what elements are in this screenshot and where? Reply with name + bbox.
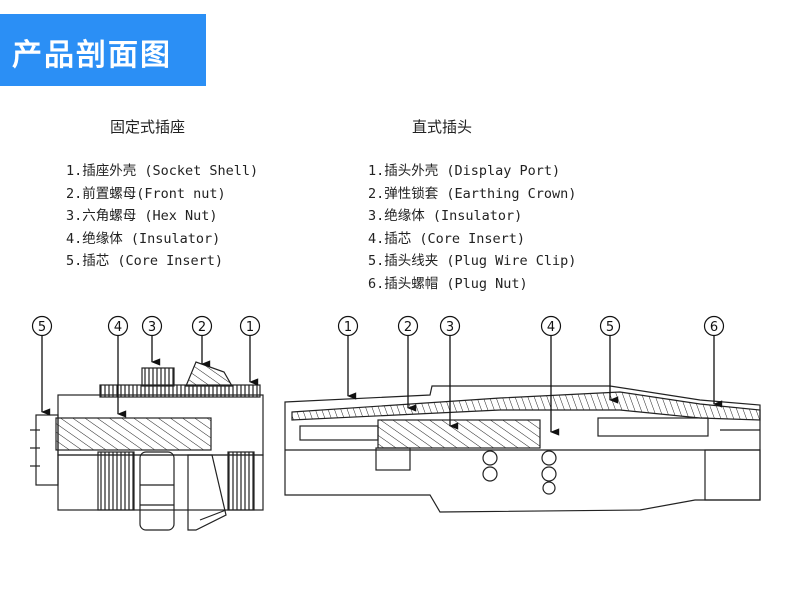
socket-callout-circle (107, 315, 129, 337)
socket-callout-circle (191, 315, 213, 337)
plug-callout-3: 3 (446, 320, 454, 335)
plug-callouts (347, 336, 723, 436)
socket-callouts (41, 336, 259, 418)
socket-part-item: 3.六角螺母 (Hex Nut) (66, 208, 218, 224)
plug-part-item: 6.插头螺帽 (Plug Nut) (368, 275, 528, 292)
plug-callout-5: 5 (606, 320, 614, 335)
socket-parts-list: 1.插座外壳 (Socket Shell) 2.前置螺母(Front nut) … (66, 160, 258, 273)
plug-part-item: 5.插头线夹 (Plug Wire Clip) (368, 253, 577, 269)
header-banner: 产品剖面图 (0, 14, 206, 86)
socket-part-item: 5.插芯 (Core Insert) (66, 253, 224, 269)
socket-callout-circle (141, 315, 163, 337)
plug-parts-list: 1.插头外壳 (Display Port) 2.弹性锁套 (Earthing C… (368, 160, 576, 295)
plug-title: 直式插头 (412, 118, 473, 136)
socket-part-item: 1.插座外壳 (Socket Shell) (66, 163, 259, 179)
plug-callout-2: 2 (404, 320, 412, 335)
plug-part-item: 1.插头外壳 (Display Port) (368, 163, 561, 179)
plug-callout-circle (337, 315, 359, 337)
plug-callout-1: 1 (344, 320, 352, 335)
socket-callout-1: 1 (246, 320, 254, 335)
socket-callout-5: 5 (38, 320, 46, 335)
socket-part-item: 4.绝缘体 (Insulator) (66, 230, 221, 247)
socket-callout-2: 2 (198, 320, 206, 335)
socket-title: 固定式插座 (110, 118, 186, 136)
plug-part-item: 2.弹性锁套 (Earthing Crown) (368, 185, 577, 202)
socket-part-item: 2.前置螺母(Front nut) (66, 185, 226, 202)
plug-callout-circle (540, 315, 562, 337)
plug-callout-6: 6 (710, 320, 718, 335)
socket-callout-4: 4 (114, 320, 122, 335)
page-title: 产品剖面图 (12, 38, 172, 73)
plug-drawing (284, 385, 761, 513)
plug-callout-circle (703, 315, 725, 337)
socket-callout-3: 3 (148, 320, 156, 335)
plug-callout-4: 4 (547, 320, 555, 335)
socket-drawing (30, 361, 264, 531)
plug-callout-circle (397, 315, 419, 337)
plug-callout-circle (599, 315, 621, 337)
plug-part-item: 4.插芯 (Core Insert) (368, 230, 526, 247)
plug-part-item: 3.绝缘体 (Insulator) (368, 208, 523, 224)
socket-callout-circle (31, 315, 53, 337)
socket-callout-circle (239, 315, 261, 337)
plug-callout-circle (439, 315, 461, 337)
